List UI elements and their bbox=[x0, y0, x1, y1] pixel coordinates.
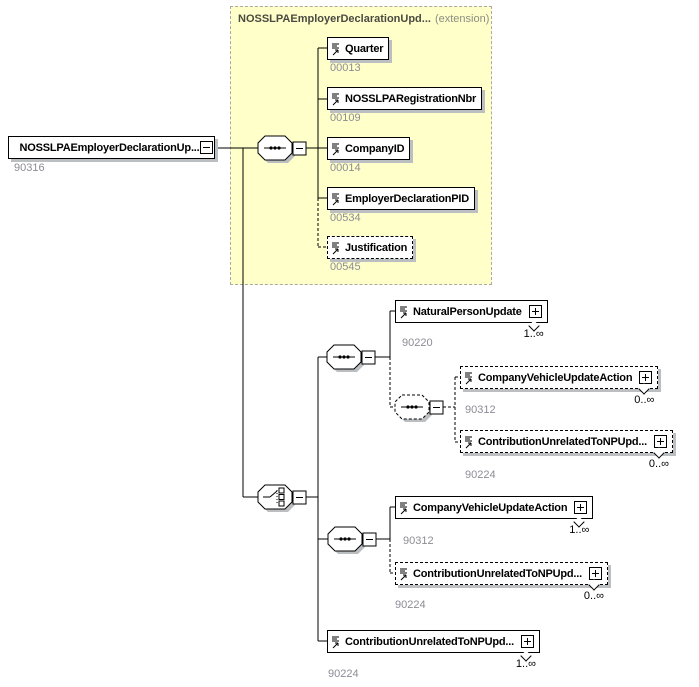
collapse-button[interactable] bbox=[429, 400, 444, 415]
element-label: CompanyID bbox=[345, 142, 405, 155]
expand-button[interactable] bbox=[528, 305, 542, 318]
sequence-icon-branch2 bbox=[327, 526, 377, 554]
expand-button[interactable] bbox=[653, 435, 667, 448]
expand-button[interactable] bbox=[639, 371, 653, 384]
expand-button[interactable] bbox=[588, 567, 602, 580]
element-label: NaturalPersonUpdate bbox=[413, 305, 522, 318]
element-label: NOSSLPARegistrationNbr bbox=[345, 92, 477, 105]
root-element-box[interactable]: NOSSLPAEmployerDeclarationUp... bbox=[8, 136, 215, 159]
element-number: 90224 bbox=[465, 469, 496, 481]
element-number: 90312 bbox=[465, 404, 496, 416]
element-icon bbox=[464, 435, 475, 449]
occurrence-label: 0..∞ bbox=[583, 590, 604, 602]
occurrence-label: 1..∞ bbox=[515, 658, 536, 670]
element-box-nosslpa-registration-nbr[interactable]: NOSSLPARegistrationNbr bbox=[327, 87, 483, 110]
element-label: ContributionUnrelatedToNPUpd... bbox=[345, 635, 514, 648]
element-number: 90220 bbox=[402, 337, 433, 349]
occurrence-label: 0..∞ bbox=[634, 394, 655, 406]
element-icon bbox=[331, 192, 342, 206]
element-box-quarter[interactable]: Quarter bbox=[327, 37, 390, 60]
extension-suffix: (extension) bbox=[434, 13, 490, 25]
extension-title: NOSSLPAEmployerDeclarationUpd... bbox=[238, 13, 431, 25]
element-number: 90316 bbox=[14, 162, 45, 174]
element-label: CompanyVehicleUpdateAction bbox=[413, 501, 568, 514]
element-icon bbox=[331, 42, 342, 56]
optional-sequence-icon bbox=[394, 394, 444, 422]
root-collapse-button[interactable] bbox=[200, 141, 213, 154]
element-number: 90224 bbox=[328, 668, 359, 680]
collapse-button[interactable] bbox=[362, 532, 377, 547]
element-box-company-vehicle-update-action[interactable]: CompanyVehicleUpdateAction 1..∞ bbox=[395, 496, 596, 536]
collapse-button[interactable] bbox=[292, 490, 307, 505]
element-box-company-id[interactable]: CompanyID bbox=[327, 137, 411, 160]
element-box-justification[interactable]: Justification bbox=[327, 236, 414, 259]
extension-label: NOSSLPAEmployerDeclarationUpd...(extensi… bbox=[238, 13, 489, 25]
element-number: 00534 bbox=[330, 212, 361, 224]
element-icon bbox=[331, 142, 342, 156]
element-label: Quarter bbox=[345, 42, 384, 55]
element-icon bbox=[331, 635, 342, 649]
element-icon bbox=[399, 305, 410, 319]
occurrence-label: 1..∞ bbox=[569, 524, 590, 536]
element-label: ContributionUnrelatedToNPUpd... bbox=[413, 567, 582, 580]
occurrence-label: 1..∞ bbox=[523, 328, 544, 340]
element-label: Justification bbox=[345, 241, 408, 254]
collapse-button[interactable] bbox=[292, 141, 307, 156]
sequence-icon-extension bbox=[257, 135, 307, 163]
choice-icon bbox=[257, 484, 307, 512]
occurrence-label: 0..∞ bbox=[648, 458, 669, 470]
element-number: 00109 bbox=[330, 112, 361, 124]
element-number: 00545 bbox=[330, 261, 361, 273]
element-icon bbox=[331, 241, 342, 255]
element-label: ContributionUnrelatedToNPUpd... bbox=[478, 435, 647, 448]
element-box-contribution-unrelated-required[interactable]: ContributionUnrelatedToNPUpd... 1..∞ bbox=[327, 630, 542, 670]
collapse-button[interactable] bbox=[361, 350, 376, 365]
element-box-natural-person-update[interactable]: NaturalPersonUpdate 1..∞ bbox=[395, 300, 550, 340]
element-label: EmployerDeclarationPID bbox=[345, 192, 469, 205]
element-number: 90312 bbox=[403, 535, 434, 547]
sequence-icon-branch1 bbox=[326, 344, 376, 372]
expand-button[interactable] bbox=[574, 501, 588, 514]
root-element-label: NOSSLPAEmployerDeclarationUp... bbox=[19, 141, 200, 154]
element-number: 00013 bbox=[330, 62, 361, 74]
element-box-company-vehicle-update-action-optional[interactable]: CompanyVehicleUpdateAction 0..∞ bbox=[460, 366, 659, 406]
element-number: 90224 bbox=[395, 599, 426, 611]
element-box-contribution-unrelated-optional-b[interactable]: ContributionUnrelatedToNPUpd... 0..∞ bbox=[395, 562, 608, 602]
element-box-contribution-unrelated-optional-a[interactable]: ContributionUnrelatedToNPUpd... 0..∞ bbox=[460, 430, 673, 470]
element-number: 00014 bbox=[330, 162, 361, 174]
element-icon bbox=[464, 371, 475, 385]
element-box-employer-declaration-pid[interactable]: EmployerDeclarationPID bbox=[327, 187, 475, 210]
expand-button[interactable] bbox=[520, 635, 534, 648]
element-label: CompanyVehicleUpdateAction bbox=[478, 371, 633, 384]
element-icon bbox=[399, 567, 410, 581]
element-icon bbox=[399, 501, 410, 515]
element-icon bbox=[331, 92, 342, 106]
